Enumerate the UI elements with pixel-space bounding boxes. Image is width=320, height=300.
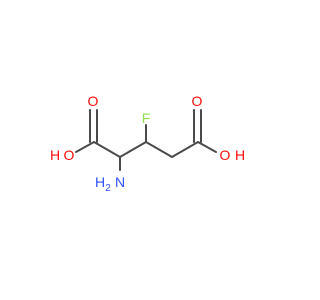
atom-h-hydroxyl-right: H [235,147,245,163]
structure-diagram: O H O F O O H H 2 N [50,93,245,194]
atom-fluorine: F [142,110,151,126]
atom-layer: O H O F O O H H 2 N [50,93,245,194]
bond-c5-oh [197,141,217,153]
bond-layer [75,109,217,171]
bond-c4-c5 [171,141,199,158]
atom-h-amine: H [95,174,105,190]
molecule-canvas: O H O F O O H H 2 N [49,93,246,194]
atom-h-amine-subscript: 2 [105,183,111,194]
bond-c1-oh [75,141,95,153]
atom-o-carbonyl-left: O [88,93,99,109]
atom-nitrogen: N [115,174,125,190]
atom-o-carbonyl-right: O [192,93,203,109]
bond-c1-c2 [93,141,121,158]
atom-h-hydroxyl-left: H [50,147,60,163]
atom-o-hydroxyl-right: O [220,147,231,163]
bond-c3-c4 [145,141,173,158]
atom-o-hydroxyl-left: O [64,147,75,163]
bond-c2-c3 [119,141,147,158]
